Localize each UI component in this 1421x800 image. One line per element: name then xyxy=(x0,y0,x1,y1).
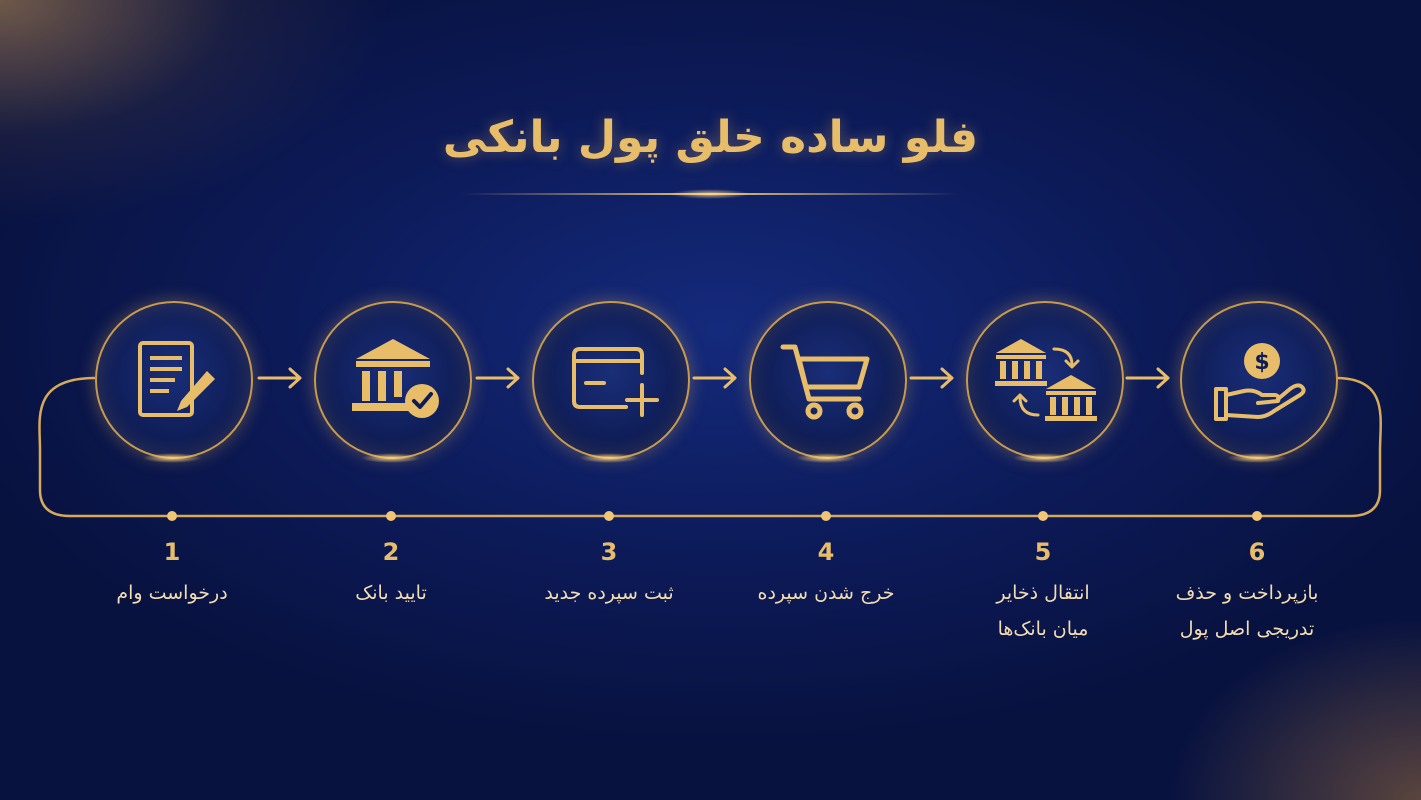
arrow-icon xyxy=(1125,367,1170,389)
loan-application-icon xyxy=(138,341,215,417)
shopping-cart-icon xyxy=(780,344,870,420)
step-6-circle: $ xyxy=(1180,301,1338,459)
step-label: تایید بانک xyxy=(355,582,427,604)
step-label: بازپرداخت و حذف تدریجی اصل پول xyxy=(1175,582,1319,640)
flow-loop-line xyxy=(38,376,1382,518)
svg-text:$: $ xyxy=(1254,350,1269,375)
bank-transfer-icon xyxy=(995,339,1097,421)
step-number: 6 xyxy=(1248,538,1266,566)
step-5-circle xyxy=(966,301,1124,459)
arrow-icon xyxy=(257,367,302,389)
step-number: 1 xyxy=(163,538,181,566)
step-dot xyxy=(1252,511,1262,521)
flow-dots xyxy=(167,511,1262,521)
step-dot xyxy=(821,511,831,521)
card-add-icon xyxy=(572,347,659,417)
step-dot xyxy=(1038,511,1048,521)
step-6-glow xyxy=(1227,453,1287,463)
step-number: 4 xyxy=(817,538,835,566)
arrow-icon xyxy=(475,367,520,389)
page-title: فلو ساده خلق پول بانکی xyxy=(442,112,979,163)
step-1-circle xyxy=(95,301,253,459)
step-5-glow xyxy=(1013,453,1073,463)
step-1-glow xyxy=(142,453,202,463)
step-3-glow xyxy=(579,453,639,463)
step-2-glow xyxy=(361,453,421,463)
money-hand-icon: $ xyxy=(1214,343,1306,421)
step-label: انتقال ذخایر میان بانک‌ها xyxy=(996,582,1090,640)
step-3-circle xyxy=(532,301,690,459)
arrow-icon xyxy=(909,367,954,389)
step-dot xyxy=(167,511,177,521)
step-number: 3 xyxy=(600,538,618,566)
title-divider-glow xyxy=(670,189,750,199)
step-dot xyxy=(604,511,614,521)
step-number: 5 xyxy=(1034,538,1052,566)
step-label: ثبت سپرده جدید xyxy=(544,582,674,604)
step-label: درخواست وام xyxy=(116,582,228,604)
step-label: خرج شدن سپرده xyxy=(757,582,895,604)
step-number: 2 xyxy=(382,538,400,566)
step-dot xyxy=(386,511,396,521)
bank-approve-icon xyxy=(352,339,439,418)
step-4-circle xyxy=(749,301,907,459)
step-2-circle xyxy=(314,301,472,459)
flow-arrows xyxy=(257,367,1170,389)
arrow-icon xyxy=(692,367,737,389)
step-4-glow xyxy=(796,453,856,463)
